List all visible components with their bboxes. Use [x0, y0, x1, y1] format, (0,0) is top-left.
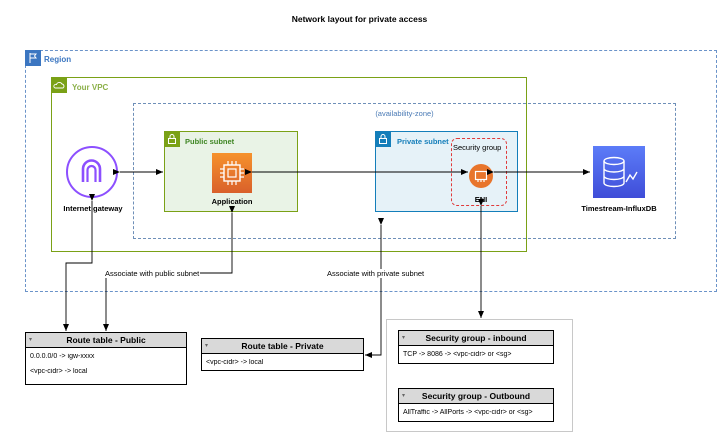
vpc-boundary: [51, 77, 527, 252]
chevron-down-icon: ▾: [402, 335, 406, 341]
cloud-icon: [51, 77, 67, 93]
private-subnet-label: Private subnet: [397, 137, 449, 146]
table-row: 0.0.0.0/0 -> igw-xxxx: [30, 353, 95, 360]
route-table-public-title: Route table - Public: [66, 335, 146, 345]
security-group-outbound: ▾ Security group - Outbound AllTraffic -…: [398, 388, 554, 422]
security-group-outbound-title: Security group - Outbound: [421, 391, 531, 401]
public-subnet-label: Public subnet: [185, 137, 235, 146]
flag-icon: [25, 50, 41, 66]
security-group-outbound-header[interactable]: ▾ Security group - Outbound: [399, 389, 553, 404]
route-table-private-title: Route table - Private: [241, 341, 324, 351]
table-row: TCP -> 8086 -> <vpc-cidr> or <sg>: [403, 351, 512, 358]
database-label: Timestream-InfluxDB: [581, 204, 657, 213]
route-table-public-header[interactable]: ▾ Route table - Public: [26, 333, 186, 348]
security-group-inbound: ▾ Security group - inbound TCP -> 8086 -…: [398, 330, 554, 364]
database-icon: [593, 146, 645, 198]
table-row: <vpc-cidr> -> local: [206, 359, 264, 366]
application-label: Application: [211, 197, 253, 206]
route-table-private-header[interactable]: ▾ Route table - Private: [202, 339, 363, 354]
diagram-title: Network layout for private access: [291, 14, 428, 24]
security-group-inbound-title: Security group - inbound: [425, 333, 527, 343]
chevron-down-icon: ▾: [205, 343, 209, 349]
lock-icon: [164, 131, 180, 147]
region-label: Region: [44, 55, 72, 64]
vpc-label: Your VPC: [72, 83, 109, 92]
table-row: <vpc-cidr> -> local: [30, 368, 88, 375]
network-interface-icon: [469, 164, 493, 188]
private-association-note: Associate with private subnet: [326, 269, 426, 278]
lock-icon: [375, 131, 391, 147]
security-group-label: Security group: [453, 143, 502, 152]
route-table-public: ▾ Route table - Public 0.0.0.0/0 -> igw-…: [25, 332, 187, 385]
chevron-down-icon: ▾: [402, 393, 406, 399]
public-association-note: Associate with public subnet: [104, 269, 201, 278]
availability-zone-label: (availability-zone): [375, 109, 434, 118]
table-row: AllTraffic -> AllPorts -> <vpc-cidr> or …: [403, 409, 533, 416]
chevron-down-icon: ▾: [29, 337, 33, 343]
security-group-inbound-header[interactable]: ▾ Security group - inbound: [399, 331, 553, 346]
route-table-private: ▾ Route table - Private <vpc-cidr> -> lo…: [201, 338, 364, 371]
